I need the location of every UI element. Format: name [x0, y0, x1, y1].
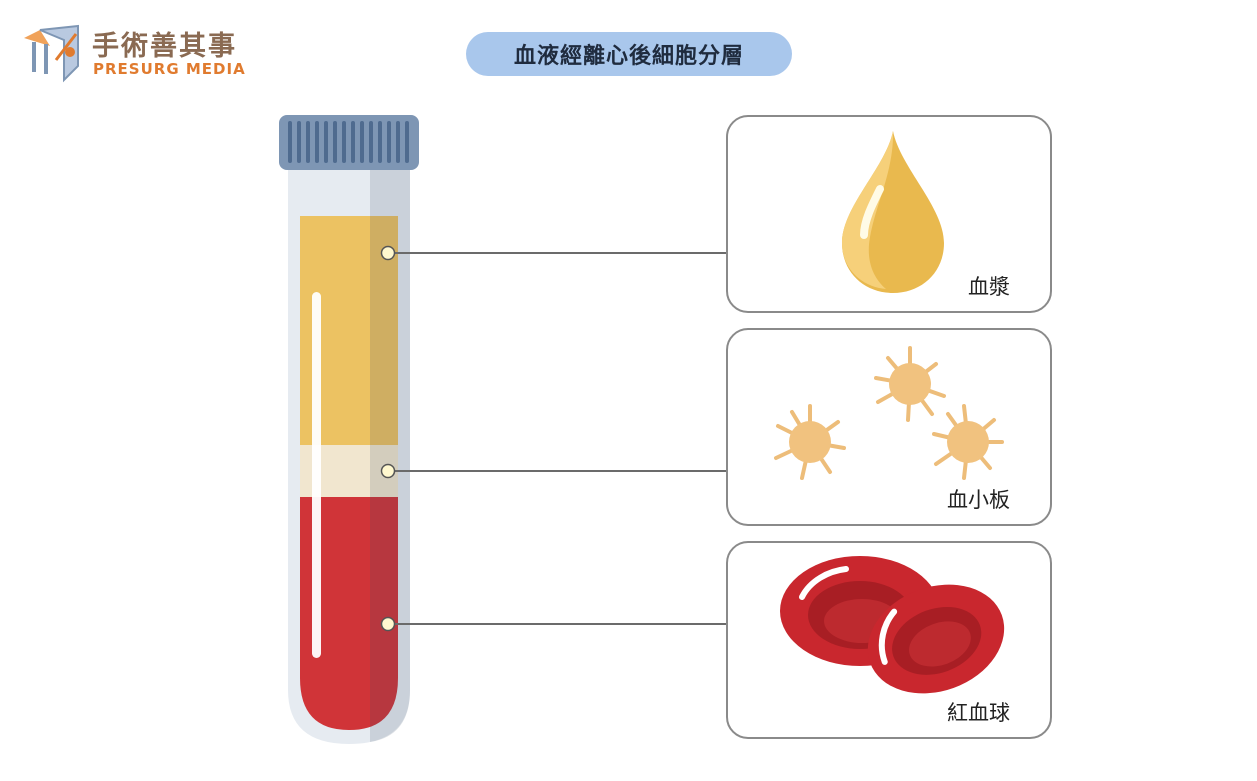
logo: 手術善其事 PRESURG MEDIA	[20, 22, 260, 84]
card-plasma: 血漿	[726, 115, 1052, 313]
card-plasma-label: 血漿	[968, 275, 1010, 299]
cap-ridges-icon	[288, 121, 409, 163]
tube-highlight	[312, 292, 321, 658]
tube-cap-icon	[279, 115, 419, 170]
logo-name-en: PRESURG MEDIA	[93, 60, 246, 78]
card-rbc: 紅血球	[726, 541, 1052, 739]
card-platelets: 血小板	[726, 328, 1052, 526]
platelet-3-icon	[932, 404, 1004, 480]
plasma-drop-icon	[842, 131, 944, 293]
card-rbc-label: 紅血球	[947, 701, 1010, 725]
tube-shadow	[370, 168, 410, 742]
logo-name-cn: 手術善其事	[92, 31, 237, 62]
logo-mark-icon	[24, 24, 79, 83]
platelets-icon	[774, 346, 1004, 480]
red-blood-cell-2-icon	[867, 584, 1005, 694]
rbc-layer	[300, 497, 398, 730]
red-blood-cells-icon	[780, 556, 1005, 694]
marker-platelets	[380, 463, 396, 479]
marker-plasma	[380, 245, 396, 261]
page-title: 血液經離心後細胞分層	[466, 32, 792, 76]
card-platelets-label: 血小板	[947, 488, 1010, 512]
platelet-2-icon	[874, 346, 946, 422]
marker-rbc	[380, 616, 396, 632]
platelet-1-icon	[774, 404, 846, 480]
